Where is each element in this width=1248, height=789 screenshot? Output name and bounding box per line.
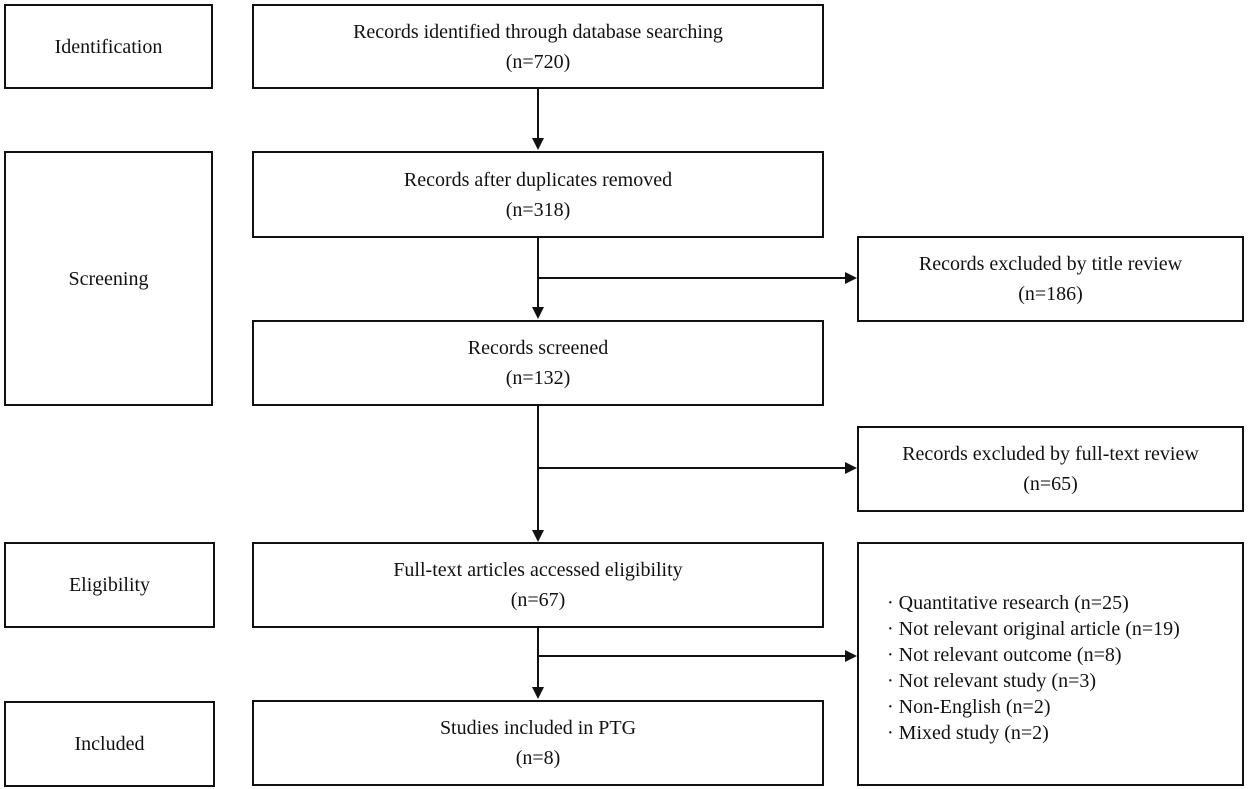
box-excluded-fulltext-review: Records excluded by full-text review (n=… <box>857 426 1244 512</box>
excluded-fulltext-review-count: (n=65) <box>1023 473 1078 495</box>
records-deduplicated-label: Records after duplicates removed <box>403 168 673 191</box>
records-screened-label: Records screened <box>467 337 609 359</box>
exclusion-reason-item: · Not relevant outcome (n=8) <box>887 644 1122 666</box>
stage-screening-label: Screening <box>68 267 149 290</box>
studies-included-label: Studies included in PTG <box>439 717 637 739</box>
exclusion-reason-item: · Non-English (n=2) <box>887 696 1051 718</box>
box-records-deduplicated: Records after duplicates removed (n=318) <box>252 151 824 238</box>
records-screened-count: (n=132) <box>505 367 571 389</box>
records-deduplicated-count: (n=318) <box>505 198 571 221</box>
records-identified-count: (n=720) <box>505 50 571 73</box>
box-fulltext-eligibility: Full-text articles accessed eligibility … <box>252 542 824 628</box>
stage-eligibility-label: Eligibility <box>68 574 151 596</box>
excluded-title-review-label: Records excluded by title review <box>918 253 1183 275</box>
box-exclusion-reasons: · Quantitative research (n=25) · Not rel… <box>857 542 1244 786</box>
fulltext-eligibility-count: (n=67) <box>510 589 566 611</box>
stage-included: Included <box>4 701 215 787</box>
exclusion-reason-item: · Quantitative research (n=25) <box>887 592 1129 614</box>
exclusion-reason-item: · Mixed study (n=2) <box>887 722 1049 744</box>
box-records-screened: Records screened (n=132) <box>252 320 824 406</box>
box-studies-included: Studies included in PTG (n=8) <box>252 700 824 786</box>
studies-included-count: (n=8) <box>515 747 561 769</box>
exclusion-reason-item: · Not relevant original article (n=19) <box>887 618 1180 640</box>
stage-eligibility: Eligibility <box>4 542 215 628</box>
stage-included-label: Included <box>74 733 145 755</box>
stage-identification: Identification <box>4 4 213 89</box>
excluded-title-review-count: (n=186) <box>1018 283 1083 305</box>
stage-identification-label: Identification <box>54 35 163 58</box>
exclusion-reason-item: · Not relevant study (n=3) <box>887 670 1097 692</box>
box-excluded-title-review: Records excluded by title review (n=186) <box>857 236 1244 322</box>
fulltext-eligibility-label: Full-text articles accessed eligibility <box>393 559 683 581</box>
box-records-identified: Records identified through database sear… <box>252 4 824 89</box>
stage-screening: Screening <box>4 151 213 406</box>
excluded-fulltext-review-label: Records excluded by full-text review <box>902 443 1199 465</box>
records-identified-label: Records identified through database sear… <box>353 20 723 43</box>
